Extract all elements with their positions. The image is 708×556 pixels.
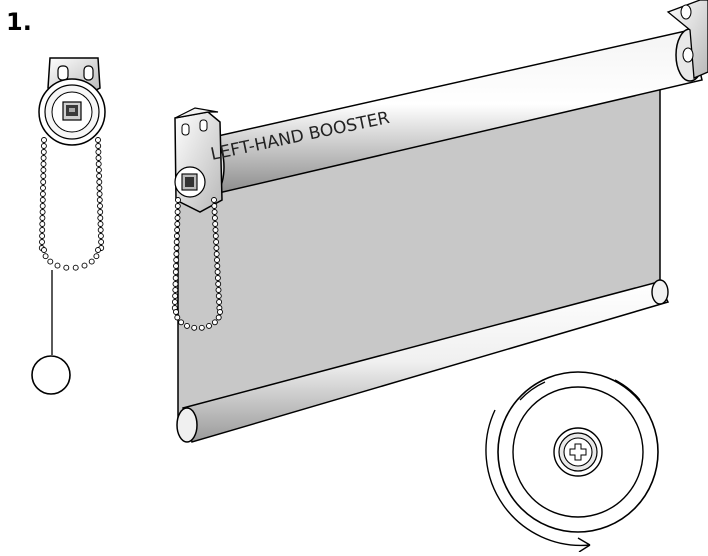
rotation-arrow-icon: [485, 409, 591, 552]
main-bead-chain: [171, 197, 223, 331]
right-bracket: [666, 0, 708, 79]
pull-ring-icon: [31, 270, 71, 395]
step-number: 1.: [6, 8, 32, 36]
end-plug-icon: [497, 371, 659, 533]
bottom-bar: [176, 279, 670, 443]
bead-chain-icon: [38, 137, 105, 271]
side-view-bracket: [38, 57, 106, 146]
left-bracket: [174, 107, 225, 213]
